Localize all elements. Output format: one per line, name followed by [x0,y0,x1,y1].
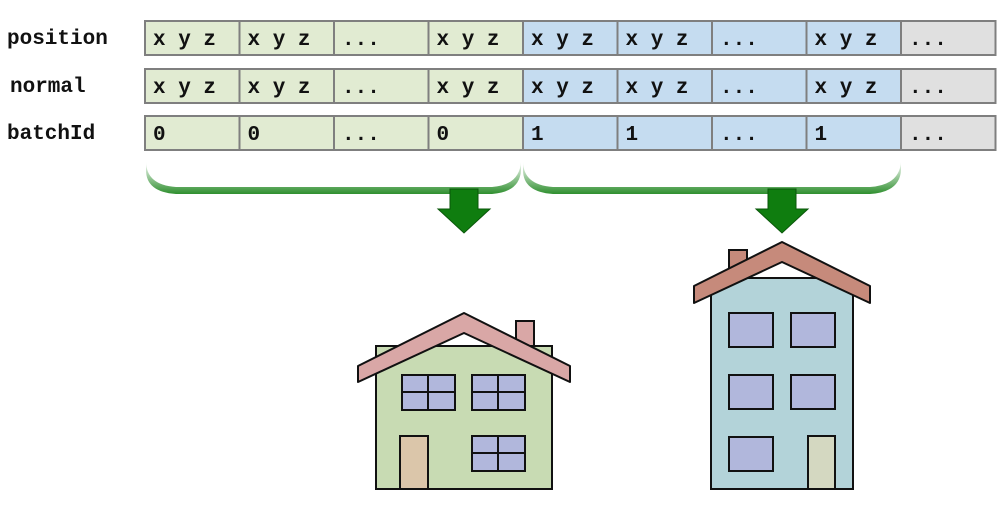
table-cell [427,68,524,104]
down-arrow-icon [754,188,810,234]
house-tall-icon [693,241,871,490]
table-cell-text: x y z [248,77,311,100]
table-cell [333,20,430,56]
table-cell-text: x y z [626,29,689,52]
table-cell-text: x y z [153,77,216,100]
table-cell-text: 0 [248,124,261,147]
table-cell-text: 1 [815,124,828,147]
table-cell [711,20,808,56]
table-cell [144,68,241,104]
table-cell [522,20,619,56]
table-cell-text: x y z [531,77,594,100]
row-label-normal: normal [10,76,86,99]
house-tall-window [728,436,774,472]
table-cell-text: ... [342,77,380,100]
house-tall-door [807,435,836,490]
table-cell-text: x y z [626,77,689,100]
table-cell-text: x y z [815,77,878,100]
table-cell [144,20,241,56]
house-tall-window [790,374,836,410]
house-small-icon [357,312,571,490]
house-small-roof [357,312,571,383]
table-cell-text: ... [342,29,380,52]
table-cell-text: x y z [531,29,594,52]
batch-1-brace [523,161,901,194]
house-small-door [399,435,429,490]
down-arrow-icon [436,188,492,234]
table-cell-text: ... [909,124,947,147]
table-cell-text: ... [720,124,758,147]
table-cell [333,115,430,151]
batch-1-brace-arrow [523,161,901,234]
table-cell-text: ... [909,77,947,100]
table-cell [711,115,808,151]
table-row-batchId: batchId 0 0... 0 1 1... 1... [7,115,997,151]
table-cell-text: 1 [626,124,639,147]
house-tall-window [728,312,774,348]
table-cell-text: x y z [153,29,216,52]
table-cell [900,20,997,56]
table-cell-text: x y z [815,29,878,52]
table-cell [238,115,335,151]
batch-0-brace [146,161,521,194]
table-cell-text: x y z [437,29,500,52]
table-cell [900,68,997,104]
row-label-position: position [7,28,108,51]
vertex-attribute-table: position x y z x y z... x y z x y z x y z...… [7,20,997,151]
table-cell [238,20,335,56]
table-cell [427,115,524,151]
house-tall-window [790,312,836,348]
table-cell [805,68,902,104]
table-cell-text: 0 [437,124,450,147]
table-cell-text: ... [342,124,380,147]
table-cell [522,115,619,151]
table-cell [144,115,241,151]
table-cell-text: x y z [437,77,500,100]
table-cell [522,68,619,104]
house-tall-window [728,374,774,410]
table-cell [900,115,997,151]
table-cell-text: ... [720,29,758,52]
table-row-position: position x y z x y z... x y z x y z x y z...… [7,20,997,56]
row-label-batchId: batchId [7,123,95,146]
table-cell-text: 0 [153,124,166,147]
table-cell-text: x y z [248,29,311,52]
batch-0-brace-arrow [146,161,521,234]
table-cell-text: ... [720,77,758,100]
table-cell [616,20,713,56]
table-cell [805,20,902,56]
table-cell-text: ... [909,29,947,52]
table-cell-text: 1 [531,124,544,147]
table-row-normal: normal x y z x y z... x y z x y z x y z... x … [10,68,997,104]
house-tall-roof [693,241,871,304]
table-cell [711,68,808,104]
table-cell [333,68,430,104]
